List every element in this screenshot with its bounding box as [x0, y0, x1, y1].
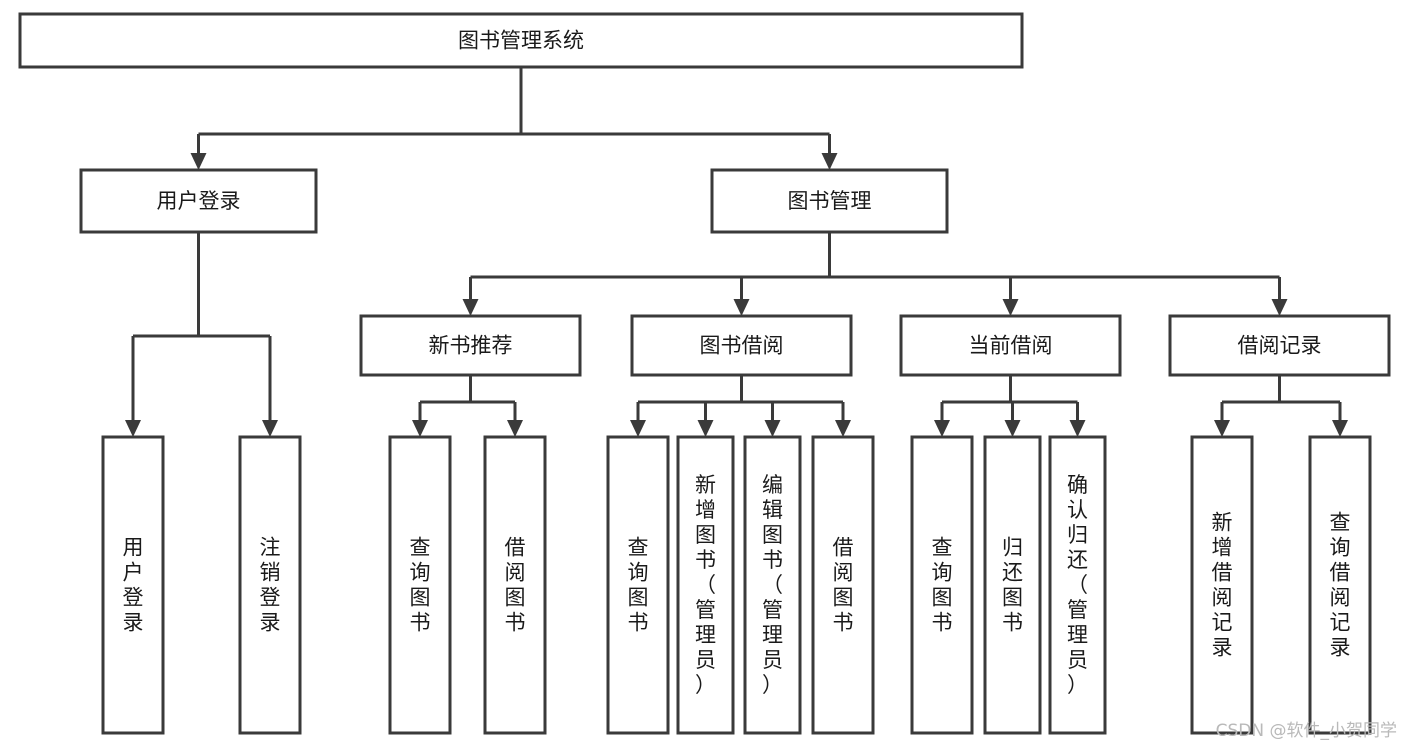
node-leaf-add-book-label: 新增图书（管理员）	[695, 473, 716, 697]
node-leaf-query-book-3-box[interactable]	[910, 435, 974, 735]
node-book-borrow[interactable]: 图书借阅	[630, 314, 853, 377]
arrow-head-icon	[835, 420, 851, 437]
arrow-head-icon	[1004, 420, 1021, 437]
node-root-box[interactable]	[18, 12, 1024, 69]
connector-layer	[125, 67, 1348, 437]
arrow-head-icon	[733, 299, 750, 316]
node-current-borrow-label: 当前借阅	[969, 334, 1053, 358]
node-leaf-edit-book-label: 编辑图书（管理员）	[762, 473, 783, 697]
node-leaf-user-logout[interactable]: 注销登录	[238, 435, 302, 735]
node-book-management-box[interactable]	[710, 168, 949, 234]
node-leaf-query-record[interactable]: 查询借阅记录	[1308, 435, 1372, 735]
arrow-head-icon	[507, 420, 523, 437]
node-leaf-add-record[interactable]: 新增借阅记录	[1190, 435, 1254, 735]
node-root[interactable]: 图书管理系统	[18, 12, 1024, 69]
node-leaf-borrow-book-2-label: 借阅图书	[833, 536, 854, 635]
arrow-head-icon	[934, 420, 950, 437]
node-leaf-borrow-book-1-box[interactable]	[483, 435, 547, 735]
node-leaf-edit-book[interactable]: 编辑图书（管理员）	[743, 435, 802, 735]
arrow-head-icon	[125, 420, 141, 437]
node-leaf-confirm-return[interactable]: 确认归还（管理员）	[1048, 435, 1107, 735]
arrow-head-icon	[262, 420, 278, 437]
node-leaf-user-login-box[interactable]	[101, 435, 165, 735]
node-leaf-query-record-label: 查询借阅记录	[1330, 511, 1351, 660]
arrow-head-icon	[1069, 420, 1086, 437]
arrow-head-icon	[1214, 420, 1230, 437]
node-current-borrow-box[interactable]	[899, 314, 1122, 377]
arrow-head-icon	[764, 420, 781, 437]
node-leaf-user-login-label: 用户登录	[123, 536, 144, 635]
arrow-head-icon	[821, 153, 838, 170]
node-leaf-add-record-label: 新增借阅记录	[1212, 511, 1233, 660]
arrow-head-icon	[1332, 420, 1348, 437]
node-leaf-query-book-3-label: 查询图书	[932, 536, 953, 635]
node-leaf-add-record-box[interactable]	[1190, 435, 1254, 735]
node-leaf-borrow-book-1[interactable]: 借阅图书	[483, 435, 547, 735]
node-leaf-query-record-box[interactable]	[1308, 435, 1372, 735]
node-layer: 图书管理系统用户登录图书管理新书推荐图书借阅当前借阅借阅记录用户登录注销登录查询…	[18, 12, 1391, 735]
node-new-book-recommend-box[interactable]	[359, 314, 582, 377]
node-borrow-record-label: 借阅记录	[1238, 334, 1322, 358]
node-current-borrow[interactable]: 当前借阅	[899, 314, 1122, 377]
arrow-head-icon	[1002, 299, 1019, 316]
node-leaf-user-logout-box[interactable]	[238, 435, 302, 735]
node-new-book-recommend[interactable]: 新书推荐	[359, 314, 582, 377]
node-book-management-label: 图书管理	[788, 189, 872, 213]
node-new-book-recommend-label: 新书推荐	[429, 334, 513, 358]
node-leaf-query-book-3[interactable]: 查询图书	[910, 435, 974, 735]
node-leaf-query-book-1-label: 查询图书	[410, 536, 431, 635]
node-user-login-label: 用户登录	[157, 189, 241, 213]
arrow-head-icon	[1271, 299, 1288, 316]
node-leaf-query-book-1-box[interactable]	[388, 435, 452, 735]
node-leaf-query-book-1[interactable]: 查询图书	[388, 435, 452, 735]
node-user-login-box[interactable]	[79, 168, 318, 234]
node-leaf-user-login[interactable]: 用户登录	[101, 435, 165, 735]
node-root-label: 图书管理系统	[458, 29, 584, 53]
node-leaf-query-book-2-label: 查询图书	[628, 536, 649, 635]
node-leaf-add-book[interactable]: 新增图书（管理员）	[676, 435, 735, 735]
node-leaf-query-book-2[interactable]: 查询图书	[606, 435, 670, 735]
arrow-head-icon	[697, 420, 714, 437]
node-leaf-query-book-2-box[interactable]	[606, 435, 670, 735]
node-book-borrow-label: 图书借阅	[700, 334, 784, 358]
node-leaf-confirm-return-label: 确认归还（管理员）	[1067, 473, 1088, 697]
node-leaf-borrow-book-2-box[interactable]	[811, 435, 875, 735]
node-leaf-confirm-return-box[interactable]	[1048, 435, 1107, 735]
node-borrow-record[interactable]: 借阅记录	[1168, 314, 1391, 377]
node-leaf-add-book-box[interactable]	[676, 435, 735, 735]
node-leaf-return-book-box[interactable]	[983, 435, 1042, 735]
arrow-head-icon	[462, 299, 479, 316]
node-book-management[interactable]: 图书管理	[710, 168, 949, 234]
arrow-head-icon	[630, 420, 646, 437]
node-user-login[interactable]: 用户登录	[79, 168, 318, 234]
node-leaf-borrow-book-1-label: 借阅图书	[505, 536, 526, 635]
node-book-borrow-box[interactable]	[630, 314, 853, 377]
node-borrow-record-box[interactable]	[1168, 314, 1391, 377]
node-leaf-user-logout-label: 注销登录	[260, 536, 281, 635]
node-leaf-return-book[interactable]: 归还图书	[983, 435, 1042, 735]
node-leaf-edit-book-box[interactable]	[743, 435, 802, 735]
watermark-text: CSDN @软件_小贺同学	[1215, 721, 1397, 741]
node-leaf-return-book-label: 归还图书	[1002, 536, 1023, 635]
arrow-head-icon	[412, 420, 428, 437]
arrow-head-icon	[190, 153, 207, 170]
node-leaf-borrow-book-2[interactable]: 借阅图书	[811, 435, 875, 735]
